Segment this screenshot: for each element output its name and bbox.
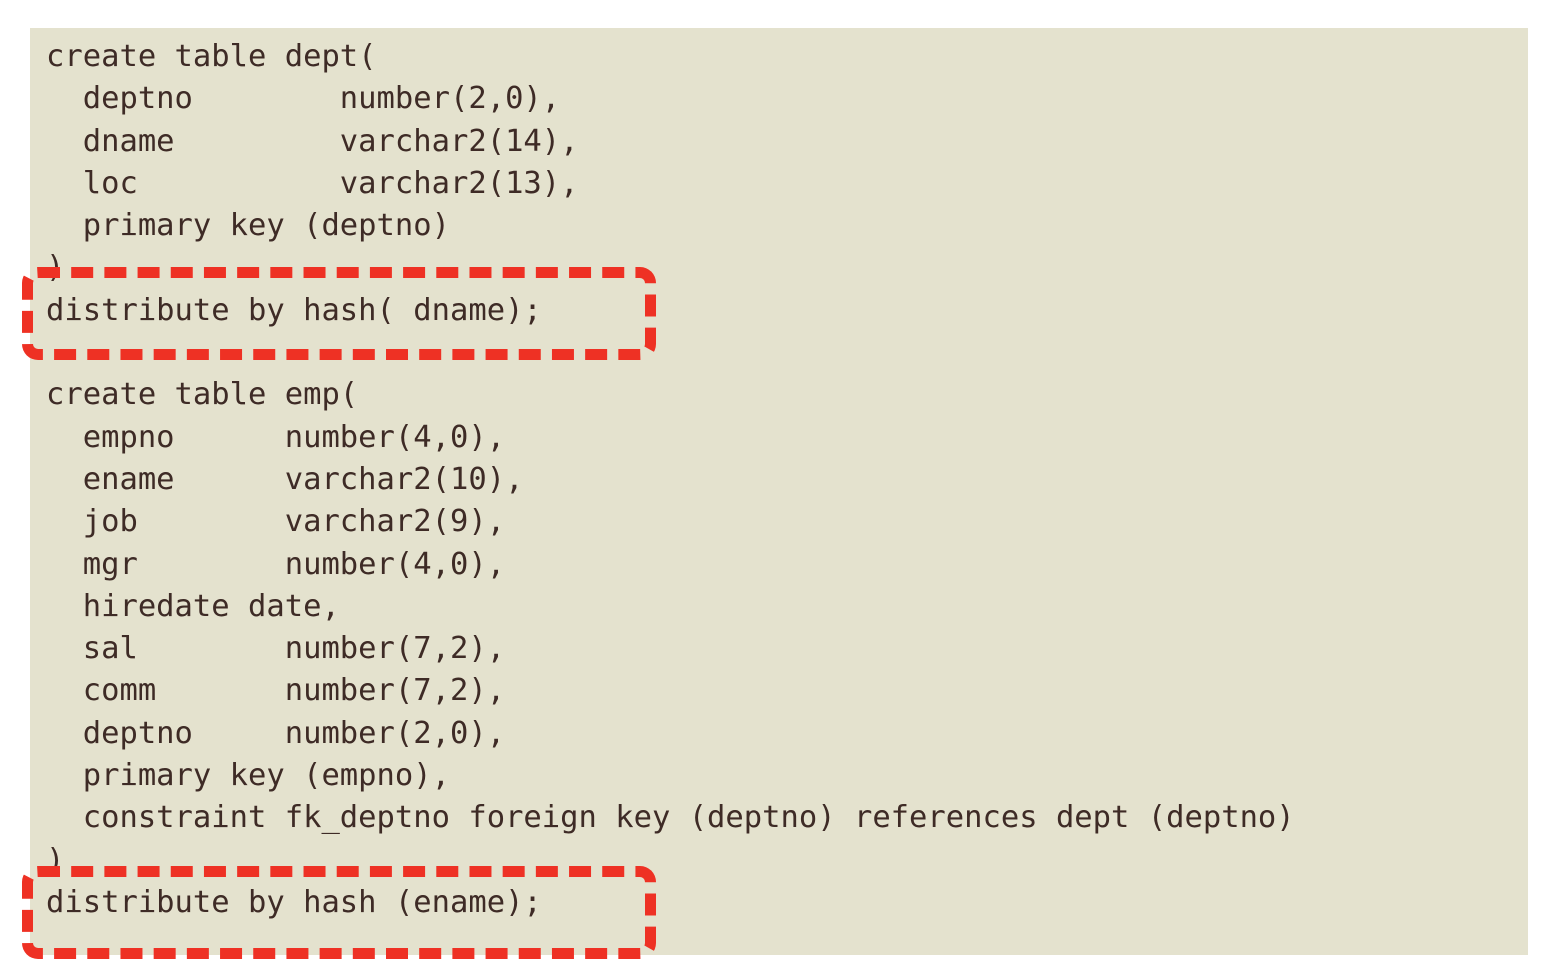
code-panel: create table dept( deptno number(2,0), d… xyxy=(30,28,1528,955)
sql-code-block: create table dept( deptno number(2,0), d… xyxy=(46,39,1295,920)
